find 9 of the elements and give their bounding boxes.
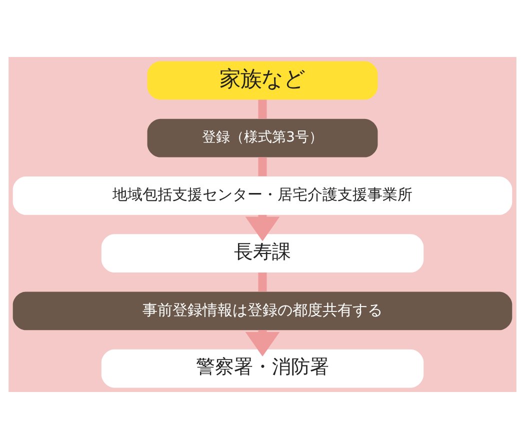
node-box: 事前登録情報は登録の都度共有する [12,291,512,330]
node-box: 警察署・消防署 [101,348,424,388]
connector [258,156,267,176]
node-box: 地域包括支援センター・居宅介護支援事業所 [12,176,512,214]
node-box: 登録（様式第3号） [147,118,378,157]
node-box: 長寿課 [101,234,424,272]
connector [258,272,267,291]
node-box: 家族など [147,60,378,100]
connector [258,99,267,118]
